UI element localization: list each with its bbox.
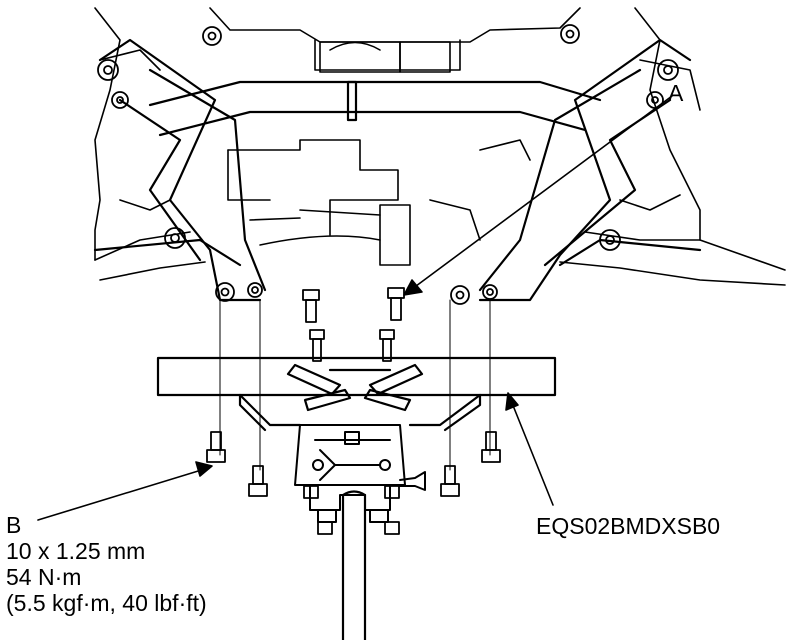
leader-line-a: [407, 95, 673, 293]
torque-alt-text: (5.5 kgf·m, 40 lbf·ft): [6, 590, 207, 616]
engine-block: [227, 39, 531, 266]
callout-a-label: A: [668, 80, 684, 106]
fastener-spec: 10 x 1.25 mm 54 N·m (5.5 kgf·m, 40 lbf·f…: [6, 538, 207, 616]
arrowhead-a: [403, 279, 423, 296]
callout-b-label: B: [6, 512, 22, 538]
callout-leaders: [37, 95, 673, 521]
upper-bolts: [302, 287, 405, 362]
subframe: [93, 38, 702, 302]
lower-bolts: [206, 431, 501, 535]
jack-head: [294, 424, 426, 523]
bolt-alignment-lines: [219, 299, 491, 471]
jack-adapter-beam: [156, 356, 557, 432]
leader-line-image-code: [509, 397, 554, 506]
arrowhead-image-code: [505, 392, 519, 411]
jack-post: [341, 490, 367, 640]
leader-line-b: [37, 467, 209, 521]
subframe-bosses: [97, 24, 679, 305]
body-outline: [94, 7, 786, 286]
arrowhead-b: [195, 461, 213, 477]
torque-nm-text: 54 N·m: [6, 564, 82, 590]
image-code-label: EQS02BMDXSB0: [536, 513, 721, 539]
bolt-size-text: 10 x 1.25 mm: [6, 538, 146, 564]
